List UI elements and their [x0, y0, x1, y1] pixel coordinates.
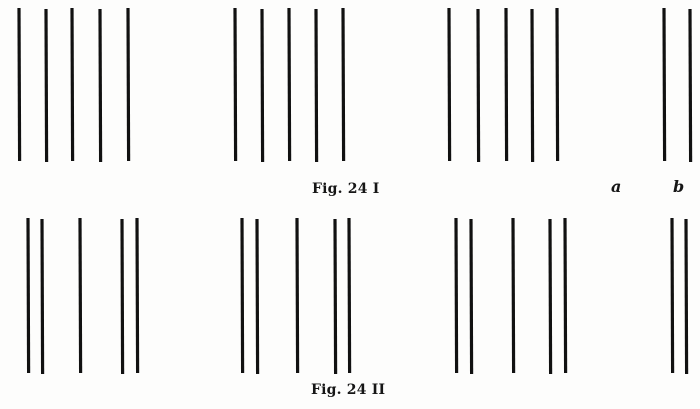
fig1-group-b	[662, 7, 693, 163]
fig2-group-1-line-2	[40, 218, 45, 375]
fig1-group-1-line-4	[98, 8, 103, 163]
fig2-group-3-line-2	[469, 218, 474, 375]
fig1-group-3-line-2	[476, 8, 481, 163]
fig2-group-1-line-3	[78, 217, 83, 374]
fig1-group-1-line-2	[44, 8, 49, 163]
fig2-group-2-line-4	[333, 218, 338, 375]
fig2-group-2-line-3	[295, 217, 300, 374]
label-a: a	[611, 177, 622, 196]
fig2-group-b	[670, 217, 689, 375]
fig2-group-2-line-1	[240, 217, 245, 374]
fig1-group-2-line-4	[314, 8, 319, 163]
fig1-group-2-line-1	[233, 7, 238, 162]
fig1-group-1	[17, 7, 131, 163]
fig2-group-3-line-4	[548, 218, 553, 375]
fig2-group-1	[26, 217, 140, 375]
fig2-group-b-line-1	[670, 217, 675, 374]
fig1-group-3-line-4	[530, 8, 535, 163]
fig2-group-1-line-1	[26, 217, 31, 374]
fig1-group-3-line-3	[504, 7, 509, 162]
fig2-group-2	[240, 217, 352, 375]
fig1-group-2	[233, 7, 346, 163]
fig1-group-2-line-5	[341, 7, 346, 162]
fig2-group-3-line-5	[563, 217, 568, 374]
fig2-group-3	[454, 217, 568, 375]
fig1-group-2-line-3	[287, 7, 292, 162]
fig2-group-3-line-3	[511, 217, 516, 374]
fig2-group-2-line-5	[347, 217, 352, 374]
fig2-group-1-line-5	[135, 217, 140, 374]
fig1-group-3-line-5	[555, 7, 560, 162]
caption-fig-24-ii: Fig. 24 II	[311, 382, 386, 398]
fig1-group-2-line-2	[260, 8, 265, 163]
label-b: b	[673, 177, 685, 196]
fig1-group-1-line-1	[17, 7, 22, 162]
fig2-group-1-line-4	[120, 218, 125, 375]
fig1-group-1-line-5	[126, 7, 131, 162]
fig1-group-3	[447, 7, 560, 163]
fig1-group-3-line-1	[447, 7, 452, 162]
fig2-group-2-line-2	[255, 218, 260, 375]
fig2-group-b-line-2	[684, 218, 689, 375]
fig1-group-1-line-3	[70, 7, 75, 162]
caption-fig-24-i: Fig. 24 I	[312, 181, 380, 197]
fig2-group-3-line-1	[454, 217, 459, 374]
fig1-group-b-line-1	[662, 7, 667, 162]
fig1-group-b-line-2	[688, 8, 693, 163]
